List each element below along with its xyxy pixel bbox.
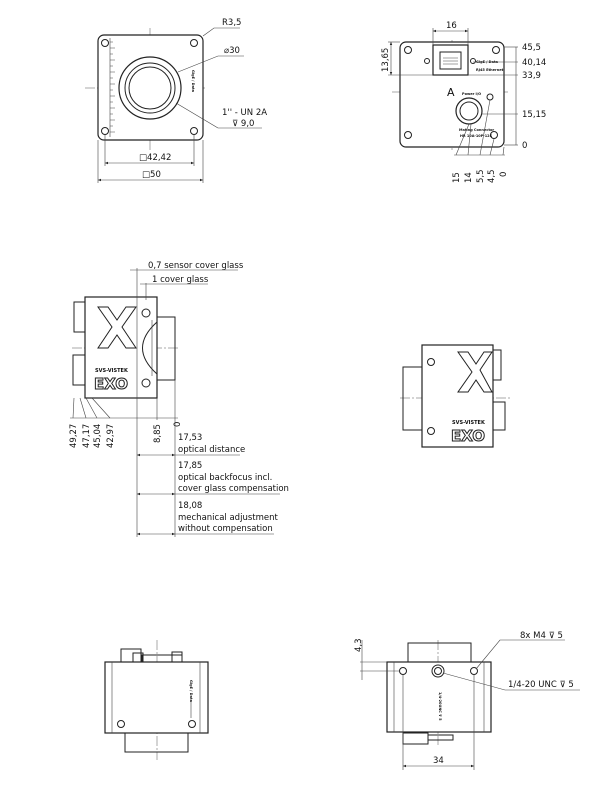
label-connector: Mating Connector: [459, 128, 494, 132]
screw-hole-icon: [404, 46, 500, 139]
rj45-offset-dim: 13,65: [381, 48, 391, 72]
engraving: 1/4-20UNC ⊽ 5: [438, 692, 442, 721]
label-rj45: RJ45 Ethernet: [476, 68, 504, 72]
tripod-label: 1/4-20 UNC ⊽ 5: [508, 680, 574, 690]
dim-8-85: 8,85: [153, 424, 163, 443]
mech-adjust-label-2: without compensation: [178, 524, 273, 534]
tripod-hole: [431, 664, 445, 678]
label-power: Power I/O: [462, 92, 481, 96]
backfocus-label-1: optical backfocus incl.: [178, 473, 272, 483]
marker-a: A: [447, 86, 455, 99]
dim-33-9: 33,9: [522, 71, 541, 81]
rj45-width-dim: 16: [446, 21, 457, 31]
width-dim: 34: [433, 756, 444, 766]
dim-40-14: 40,14: [522, 58, 546, 68]
top-view: GigE / Data: [104, 640, 209, 760]
back-view: GigE / Data RJ45 Ethernet Power I/O Mati…: [381, 21, 546, 183]
exo-logo: EXO: [451, 427, 485, 445]
lens-mount-side: [156, 316, 176, 381]
offset-dim: 4,3: [354, 638, 364, 652]
dim-47-17: 47,17: [82, 424, 92, 448]
camera-body-side-right: [421, 344, 494, 448]
dim-14: 14: [464, 172, 474, 183]
bottom-view: 1/4-20UNC ⊽ 5 8x M4 ⊽ 5 1/4-20 UNC ⊽ 5 4…: [354, 631, 580, 770]
optical-distance-value: 17,53: [178, 433, 202, 443]
hole-spacing-dim: □42,42: [139, 153, 171, 163]
dim-15: 15: [452, 172, 462, 183]
mount-holes-label: 8x M4 ⊽ 5: [520, 631, 563, 641]
dim-45-5: 45,5: [522, 43, 541, 53]
side-view-right: SVS-VISTEK EXO: [400, 344, 510, 448]
dim-0: 0: [522, 141, 527, 151]
body-size-dim: □50: [142, 170, 161, 180]
backfocus-label-2: cover glass compensation: [178, 484, 289, 494]
camera-body-top: [104, 661, 209, 734]
mech-adjust-label-1: mechanical adjustment: [178, 513, 278, 523]
screw-hole-icon: [101, 39, 198, 135]
optical-distance-label: optical distance: [178, 445, 245, 455]
dim-15-15: 15,15: [522, 110, 546, 120]
lens-mount-outer: [118, 56, 182, 120]
mech-adjust-value: 18,08: [178, 501, 202, 511]
front-view: GigE / Data R3,5 ⌀30 1'' - UN 2A ⊽ 9,0 □…: [85, 18, 267, 183]
brand-label: SVS-VISTEK: [452, 420, 486, 426]
exo-logo: EXO: [94, 375, 128, 393]
radius-label: R3,5: [222, 18, 241, 28]
dim-45-04: 45,04: [93, 424, 103, 448]
scale-ticks: [110, 41, 115, 133]
backfocus-value: 17,85: [178, 461, 202, 471]
camera-body-bottom: [386, 661, 492, 733]
dim-0b: 0: [499, 172, 509, 177]
diameter-label: ⌀30: [224, 46, 240, 56]
label-connector-pn: HR 10A-10P-12S: [460, 134, 493, 138]
dim-5-5: 5,5: [476, 169, 486, 183]
sensor-glass-label: 0,7 sensor cover glass: [148, 261, 244, 271]
dim-4-5: 4,5: [487, 169, 497, 183]
thread-depth-label: ⊽ 9,0: [232, 119, 254, 129]
dim-42-97: 42,97: [106, 424, 116, 448]
side-view: SVS-VISTEK EXO 0,7 sensor cover glass 1 …: [69, 261, 289, 537]
engraving: GigE / Data: [189, 680, 193, 703]
rj45-port: [432, 44, 469, 76]
thread-label: 1'' - UN 2A: [222, 108, 267, 118]
dim-49-27: 49,27: [69, 424, 79, 448]
dim-0c: 0: [173, 422, 183, 427]
engraving: GigE / Data: [191, 70, 195, 93]
cover-glass-label: 1 cover glass: [152, 275, 209, 285]
brand-label: SVS-VISTEK: [95, 368, 129, 374]
